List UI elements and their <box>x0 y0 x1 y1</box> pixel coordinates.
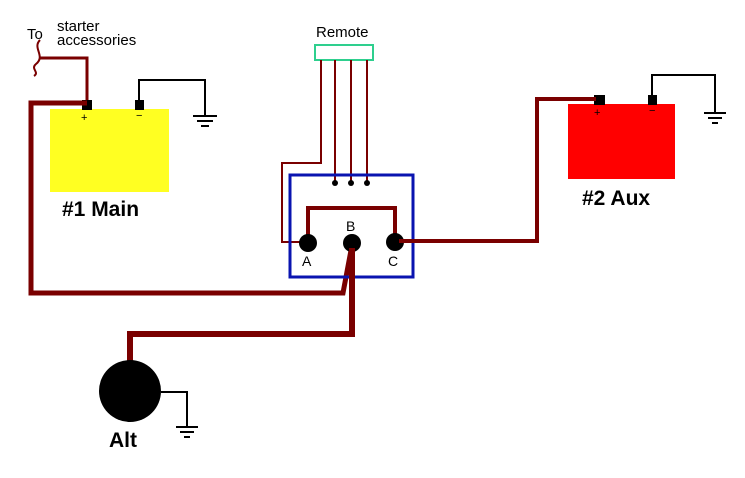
main-ground-symbol <box>193 115 217 127</box>
main-ground-wire <box>138 79 206 115</box>
terminal-c <box>386 233 404 251</box>
accessories-label: accessories <box>57 32 137 49</box>
terminal-a-label: A <box>302 253 312 269</box>
remote-wire-1 <box>281 60 322 243</box>
remote-pin-3 <box>364 180 370 186</box>
terminal-c-label: C <box>388 253 399 269</box>
aux-battery-negative-post <box>648 95 657 105</box>
switch-internal-bus <box>306 206 397 242</box>
aux-positive-wire <box>399 97 596 243</box>
aux-battery <box>568 104 675 179</box>
alternator-ground-symbol <box>176 426 198 438</box>
terminal-a <box>299 234 317 252</box>
remote-pin-2 <box>348 180 354 186</box>
main-battery-label: #1 Main <box>62 198 140 221</box>
main-plus-label: + <box>81 112 88 124</box>
terminal-b <box>343 234 361 252</box>
aux-battery-label: #2 Aux <box>582 187 651 210</box>
to-label: To <box>27 26 43 43</box>
alternator-output-wire <box>127 248 355 365</box>
remote-label: Remote <box>316 24 369 41</box>
alternator-label: Alt <box>109 429 137 452</box>
starter-label: starter <box>57 18 100 35</box>
aux-minus-label: − <box>649 105 656 117</box>
terminal-b-label: B <box>346 218 356 234</box>
aux-ground-wire <box>651 74 716 112</box>
alternator-ground-wire <box>161 391 188 426</box>
main-minus-label: − <box>136 110 143 122</box>
main-battery <box>50 109 169 192</box>
starter-lead-wire <box>40 56 89 104</box>
aux-plus-label: + <box>594 107 601 119</box>
aux-battery-positive-post <box>594 95 605 105</box>
main-battery-negative-post <box>135 100 144 110</box>
starter-lead-break <box>33 39 41 77</box>
aux-ground-symbol <box>704 112 726 124</box>
alternator <box>99 360 161 422</box>
remote-pin-1 <box>332 180 338 186</box>
remote-connector <box>314 44 374 61</box>
